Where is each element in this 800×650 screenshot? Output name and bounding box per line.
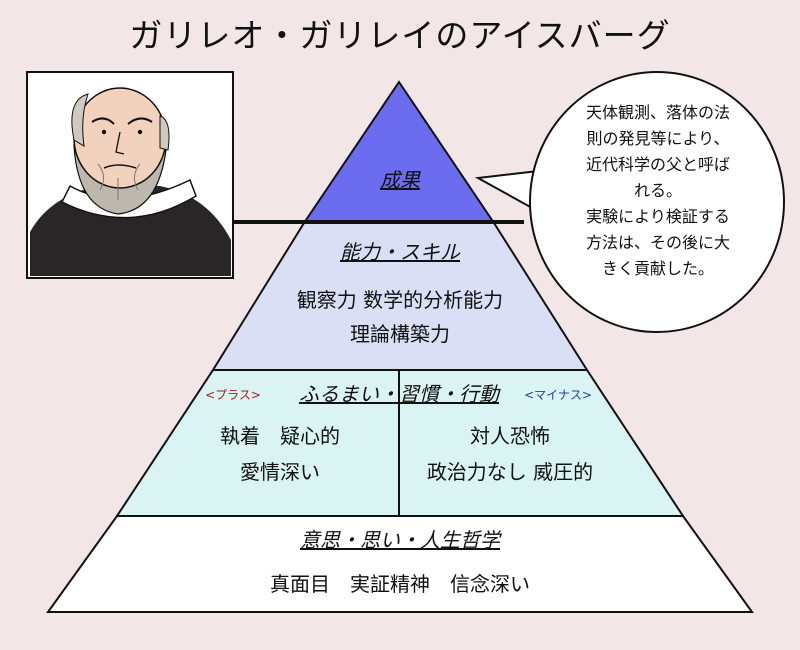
minus-line-1: 対人恐怖 [470, 424, 550, 448]
speech-bubble [474, 71, 785, 333]
bubble-line: 天体観測、落体の法 [585, 103, 730, 122]
minus-line-2: 政治力なし 威圧的 [426, 460, 594, 484]
skills-line-2: 理論構築力 [350, 322, 450, 346]
bubble-line: 方法は、その後に大 [585, 233, 730, 252]
page-title: ガリレオ・ガリレイのアイスバーグ [129, 16, 671, 55]
plus-line-2: 愛情深い [240, 460, 320, 484]
plus-line-1: 執着 疑心的 [220, 424, 340, 448]
bubble-line: きく貢献した。 [601, 259, 714, 278]
minus-tag: <マイナス> [524, 388, 592, 402]
base-label: 意思・思い・人生哲学 [300, 528, 500, 552]
results-label: 成果 [380, 168, 420, 192]
galileo-portrait-icon [26, 71, 234, 279]
behavior-label: ふるまい・習慣・行動 [299, 382, 499, 406]
bubble-line: 近代科学の父と呼ば [585, 155, 730, 174]
base-line-1: 真面目 実証精神 信念深い [270, 572, 530, 596]
speech-bubble-text: 天体観測、落体の法 則の発見等により、 近代科学の父と呼ば れる。 実験により検… [548, 100, 768, 282]
skills-label: 能力・スキル [340, 240, 460, 264]
skills-line-1: 観察力 数学的分析能力 [296, 288, 504, 312]
bubble-line: 則の発見等により、 [586, 129, 730, 148]
plus-tag: <プラス> [205, 388, 261, 402]
bubble-line: れる。 [633, 181, 682, 200]
bubble-line: 実験により検証する [586, 207, 730, 226]
results-layer [302, 80, 496, 224]
